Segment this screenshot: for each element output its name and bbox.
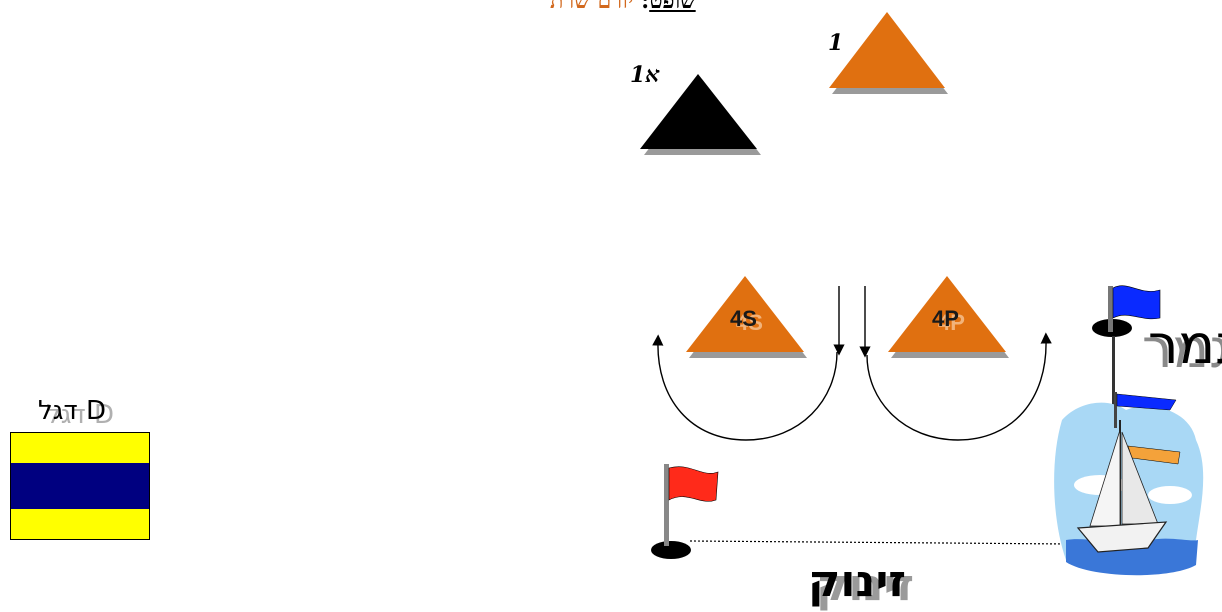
mark-1a-label: 1א	[630, 62, 660, 88]
gate-4s-triangle	[686, 276, 807, 358]
flag-d-bottom-stripe	[11, 509, 149, 539]
gate-4p-label: 4P 4P	[932, 306, 965, 335]
finish-label-text: גמר	[1148, 313, 1222, 376]
judge-line: שופט: יורם שרת	[550, 0, 696, 14]
gate-4s-label: 4S 4S	[730, 306, 763, 335]
flag-d-title: דגל D דגל D	[38, 396, 114, 428]
gate-4p-label-shadow: 4P	[938, 310, 965, 335]
flag-d-title-text: דגל D	[38, 396, 106, 426]
gate-4p-label-text: 4P	[932, 306, 959, 331]
flag-d-middle-stripe	[11, 462, 149, 510]
flag-d-top-stripe	[11, 433, 149, 463]
judge-label: שופט	[649, 0, 696, 14]
rounding-loop-4p	[866, 332, 1052, 441]
gate-4p-triangle	[888, 276, 1009, 358]
start-line	[689, 540, 1071, 545]
start-label: זינוק זינוק	[808, 560, 914, 608]
start-label-shadow: זינוק	[816, 560, 915, 611]
rounding-loop-4s	[652, 334, 838, 441]
start-flag-icon	[651, 464, 719, 559]
flag-d-title-shadow: דגל D	[46, 400, 114, 430]
finish-label-shadow: גמר	[1142, 317, 1222, 380]
mark-1-label: 1	[828, 30, 844, 56]
gate-4s-label-text: 4S	[730, 306, 757, 331]
mark-1a-triangle	[640, 74, 761, 155]
gate-4s-label-shadow: 4S	[736, 310, 763, 335]
start-label-text: זינוק	[808, 556, 907, 607]
judge-separator: :	[641, 0, 650, 14]
flag-d-icon	[10, 432, 150, 540]
judge-name: יורם שרת	[550, 0, 634, 14]
sailboat-icon	[1054, 392, 1204, 576]
mark-1-triangle	[829, 12, 948, 94]
finish-label: גמר גמר	[1142, 318, 1222, 376]
finish-flag-icon	[1092, 285, 1161, 416]
